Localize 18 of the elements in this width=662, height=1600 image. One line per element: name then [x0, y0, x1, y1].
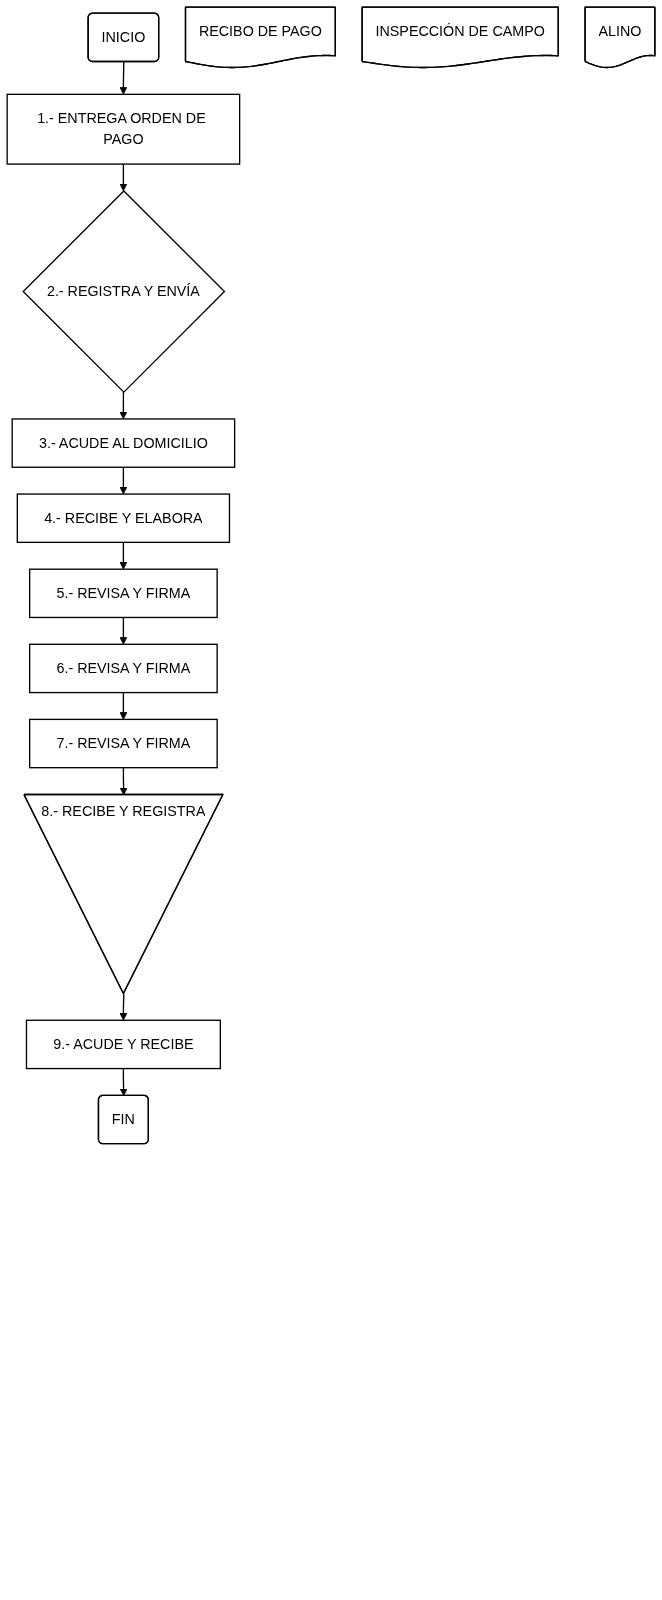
- node-box: 9.- ACUDE Y RECIBE: [25, 1019, 221, 1070]
- node-box: 6.- REVISA Y FIRMA: [28, 643, 218, 694]
- node-box: 1.- ENTREGA ORDEN DE PAGO: [6, 93, 241, 165]
- node-box: 4.- RECIBE Y ELABORA: [16, 493, 231, 543]
- arrow: [119, 163, 128, 192]
- node-box: 7.- REVISA Y FIRMA: [28, 718, 218, 769]
- arrow: [119, 616, 128, 645]
- node-box: 5.- REVISA Y FIRMA: [28, 568, 218, 619]
- arrow: [119, 1067, 128, 1097]
- arrow: [119, 61, 128, 95]
- arrow: [119, 541, 128, 570]
- arrow: [119, 466, 128, 495]
- arrow: [119, 391, 128, 420]
- arrow: [119, 691, 128, 720]
- node-box: 3.- ACUDE AL DOMICILIO: [11, 418, 236, 468]
- arrow: [119, 767, 128, 796]
- node-diamond: 2.- REGISTRA Y ENVÍA: [22, 189, 226, 394]
- arrow: [119, 993, 128, 1021]
